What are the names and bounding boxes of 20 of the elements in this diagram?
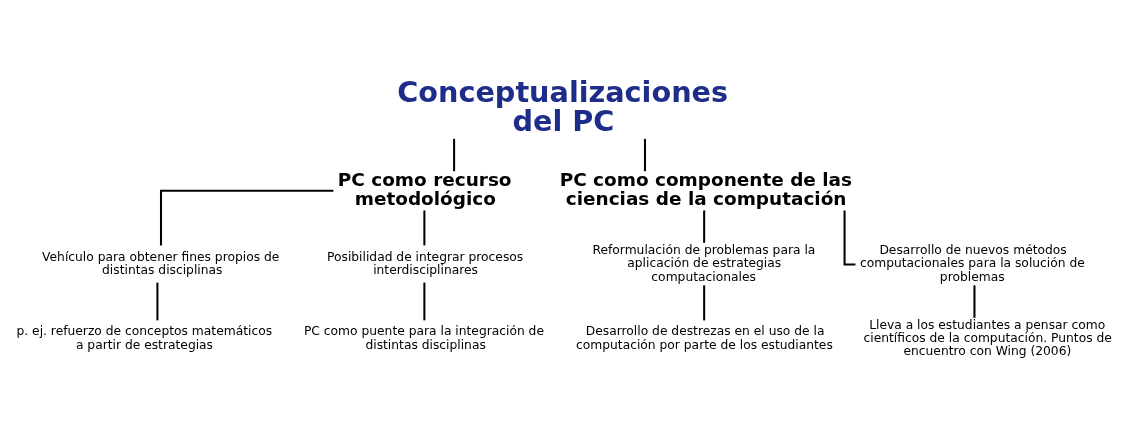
connector xyxy=(423,282,426,320)
node-text: Reformulación de problemas para la aplicación de estrategias computacionales xyxy=(592,242,816,284)
node-text: Conceptualizaciones del PC xyxy=(397,74,729,138)
connector xyxy=(423,209,426,245)
connector xyxy=(453,138,456,171)
connector xyxy=(703,209,706,243)
node-text: Vehículo para obtener fines propios de distintas disciplinas xyxy=(42,249,280,277)
node-text: PC como puente para la integración de distintas disciplinas xyxy=(303,323,544,352)
node-text: Posibilidad de integrar procesos interdisciplinares xyxy=(327,249,524,277)
node-text: p. ej. refuerzo de conceptos matemáticos a partir de estrategias xyxy=(16,323,273,352)
node-text: PC como componente de las ciencias de la computación xyxy=(559,168,853,209)
node-text: Desarrollo de nuevos métodos computacionales para la solución de problemas xyxy=(859,242,1085,284)
connector xyxy=(703,284,706,320)
node-text: PC como recurso metodológico xyxy=(337,168,512,209)
node-text: Lleva a los estudiantes a pensar como científicos de la computación. Puntos de encuentro con Wing (2006) xyxy=(863,317,1112,358)
connector xyxy=(156,282,159,320)
node-text: Desarrollo de destrezas en el uso de la computación por parte de los estudiantes xyxy=(576,323,833,352)
connector xyxy=(159,189,334,246)
connector xyxy=(643,138,646,171)
connector xyxy=(973,284,976,318)
